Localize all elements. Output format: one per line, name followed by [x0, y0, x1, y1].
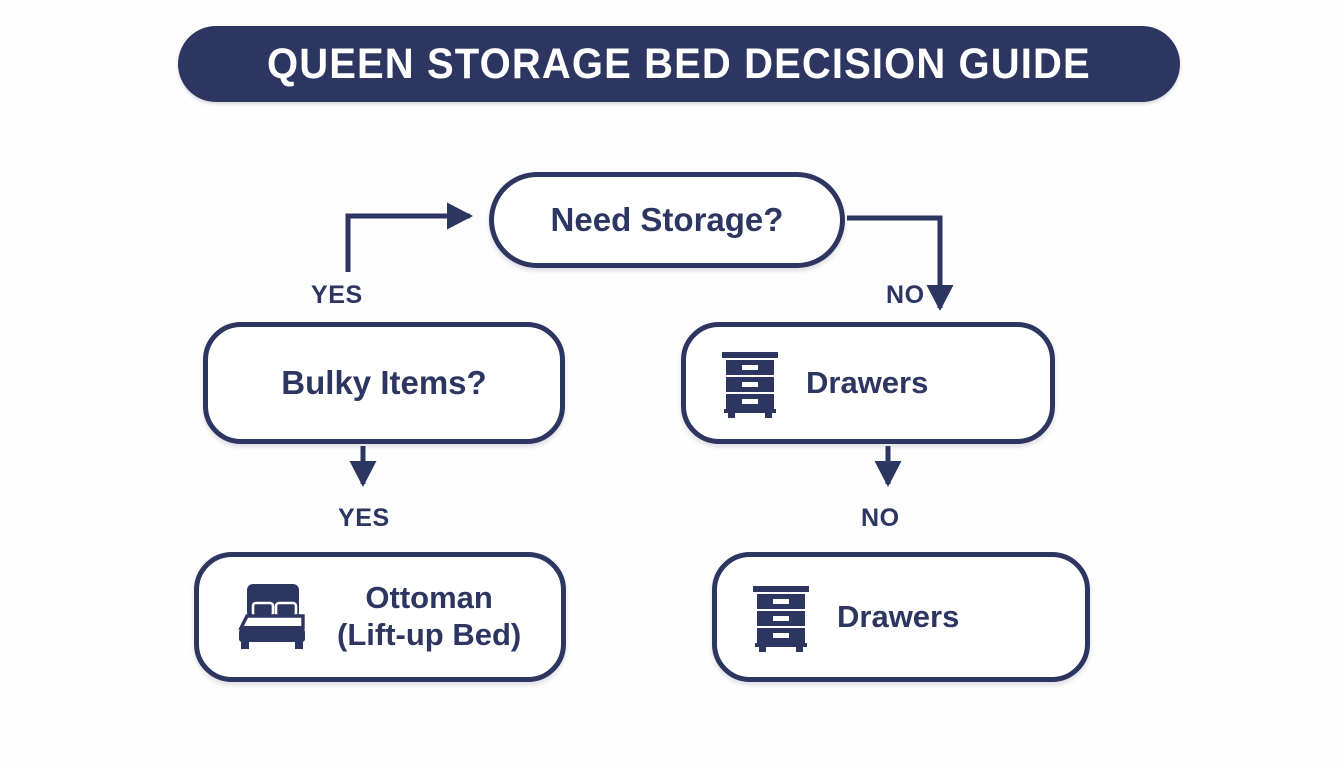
edge-need-storage-yes [345, 202, 474, 272]
node-ottoman[interactable]: Ottoman (Lift-up Bed) [194, 552, 566, 682]
edge-label-yes-top: YES [311, 281, 363, 309]
node-drawers-bottom[interactable]: Drawers [712, 552, 1090, 682]
bed-icon [233, 582, 311, 652]
page-title: QUEEN STORAGE BED DECISION GUIDE [267, 39, 1091, 88]
edge-label-no-top: NO [886, 281, 925, 309]
dresser-icon [751, 582, 811, 652]
node-need-storage-label: Need Storage? [550, 200, 784, 238]
node-drawers-top-label: Drawers [806, 364, 929, 400]
node-need-storage[interactable]: Need Storage? [489, 172, 845, 268]
dresser-icon [720, 348, 780, 418]
edge-label-no-mid: NO [861, 504, 900, 532]
node-drawers-bottom-label: Drawers [837, 598, 960, 634]
node-bulky-items-label: Bulky Items? [281, 363, 487, 401]
node-ottoman-label: Ottoman (Lift-up Bed) [337, 580, 522, 652]
page-title-banner: QUEEN STORAGE BED DECISION GUIDE [178, 26, 1180, 102]
node-bulky-items[interactable]: Bulky Items? [203, 322, 565, 444]
edge-label-yes-mid: YES [338, 504, 390, 532]
node-drawers-top[interactable]: Drawers [681, 322, 1055, 444]
